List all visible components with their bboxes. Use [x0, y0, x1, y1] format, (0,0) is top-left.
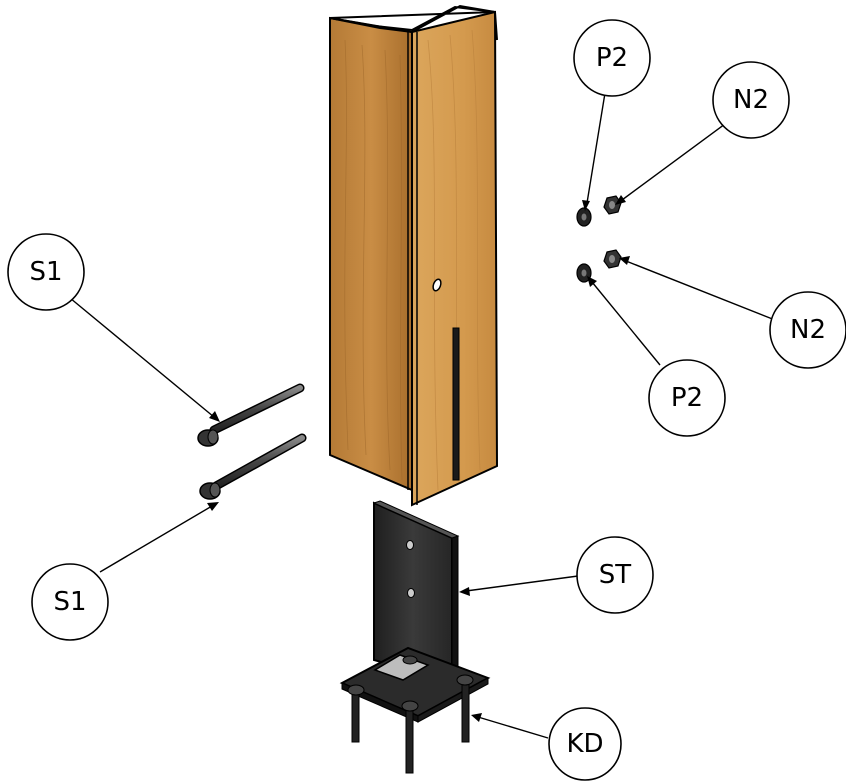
- leader-s1-top: [69, 297, 220, 422]
- leader-n2-top: [615, 123, 726, 205]
- callout-s1-top: S1: [7, 233, 85, 311]
- callout-p2-top: P2: [573, 19, 651, 97]
- post-slot: [452, 327, 460, 481]
- steel-post-base: [339, 500, 491, 774]
- leader-kd: [471, 713, 549, 739]
- callout-label: N2: [790, 315, 826, 345]
- leader-p2-top: [582, 92, 606, 211]
- nut-top: [603, 195, 622, 215]
- callout-label: S1: [53, 587, 86, 617]
- nut-bottom: [603, 249, 622, 269]
- callout-label: KD: [566, 729, 603, 759]
- leader-n2-bottom: [619, 256, 776, 321]
- callout-s1-bottom: S1: [31, 563, 109, 641]
- carriage-bolts: [197, 383, 307, 500]
- callout-n2-top: N2: [712, 61, 790, 139]
- callout-p2-bottom: P2: [648, 359, 726, 437]
- washer-top: [576, 207, 592, 227]
- bolt-hole: [432, 278, 442, 292]
- callout-label: N2: [733, 85, 769, 115]
- leader-st: [459, 575, 579, 596]
- carriage-bolt-bottom: [199, 433, 307, 500]
- callout-label: ST: [599, 560, 632, 590]
- callout-n2-bottom: N2: [769, 291, 846, 369]
- leader-s1-bottom: [99, 502, 219, 573]
- callout-kd: KD: [548, 707, 622, 781]
- wooden-post: [329, 4, 499, 507]
- carriage-bolt-top: [197, 383, 305, 447]
- anchor-screws: [347, 655, 474, 774]
- callout-label: P2: [596, 43, 628, 73]
- callout-label: S1: [29, 257, 62, 287]
- leader-lines: [69, 92, 776, 739]
- leader-p2-bottom: [587, 276, 661, 366]
- nuts: [603, 195, 622, 269]
- callout-st: ST: [576, 536, 654, 614]
- callout-label: P2: [671, 383, 703, 413]
- washers: [576, 207, 592, 283]
